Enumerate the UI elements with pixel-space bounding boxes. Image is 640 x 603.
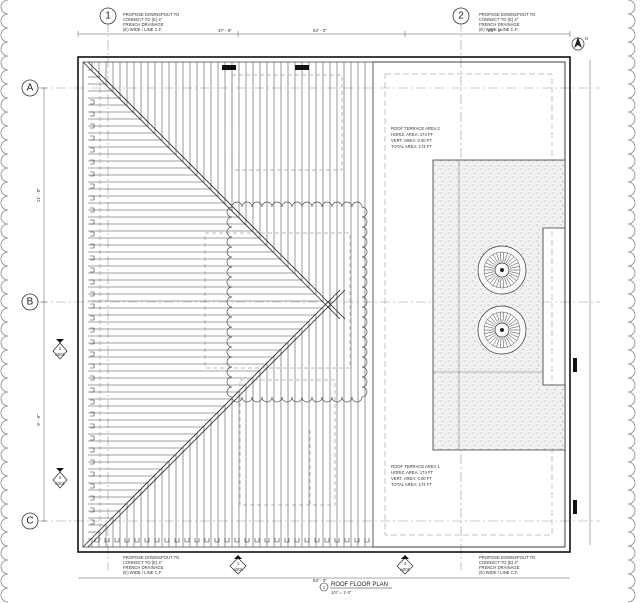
middle-revision-cloud	[226, 201, 368, 403]
svg-text:N: N	[585, 36, 588, 41]
dim-left-upper: 21' - 0"	[36, 188, 41, 202]
right-revision-cloud	[627, 0, 636, 603]
dim-bottom: 64' - 0"	[313, 578, 327, 583]
svg-text:1: 1	[237, 561, 240, 566]
svg-text:3: 3	[59, 475, 62, 480]
svg-text:PROPOSE DOWNSPOUT TO: PROPOSE DOWNSPOUT TO	[123, 12, 180, 17]
terrace-area-1-note: ROOF TERRACE AREA 1 HORIZ. AREA: 174 FT …	[391, 464, 440, 487]
svg-text:CONNECT TO (E) 4": CONNECT TO (E) 4"	[479, 17, 519, 22]
svg-text:4: 4	[404, 561, 407, 566]
section-marker-bottom-right: 4 A001	[396, 555, 414, 575]
svg-text:FRENCH DRAINAGE: FRENCH DRAINAGE	[123, 22, 164, 27]
svg-text:ROOF TERRACE AREA 1: ROOF TERRACE AREA 1	[391, 464, 440, 469]
terrace-area-2-note: ROOF TERRACE AREA 2 HORIZ. AREA: 174 FT …	[391, 126, 440, 149]
dim-top-left: 37' - 9"	[218, 28, 232, 33]
downspout-note-bottom-right: PROPOSE DOWNSPOUT TO CONNECT TO (E) 4" F…	[479, 555, 536, 575]
svg-text:B: B	[27, 297, 34, 308]
hip-lines	[82, 61, 346, 548]
svg-text:CONNECT TO (E) 4": CONNECT TO (E) 4"	[123, 560, 163, 565]
svg-text:FRENCH DRAINAGE: FRENCH DRAINAGE	[479, 565, 520, 570]
grid-bubble-c: C	[21, 512, 39, 530]
svg-text:A001: A001	[400, 567, 410, 572]
drawing-title: 1 ROOF FLOOR PLAN 1/4" = 1'-0"	[319, 582, 392, 595]
terrace-planter-lower	[477, 305, 527, 355]
terrace-planter-upper	[477, 245, 527, 295]
section-marker-bottom-left: 1 A001	[229, 555, 247, 575]
svg-text:2: 2	[59, 346, 62, 351]
svg-text:CONNECT TO (E) 4": CONNECT TO (E) 4"	[479, 560, 519, 565]
interior-dashed-lines	[99, 74, 351, 540]
dim-top-right: 24' - 9"	[488, 28, 502, 33]
svg-text:C: C	[26, 516, 33, 527]
svg-text:TOTAL AREA: 174 FT: TOTAL AREA: 174 FT	[391, 482, 432, 487]
svg-text:FRENCH DRAINAGE: FRENCH DRAINAGE	[479, 22, 520, 27]
svg-text:HORIZ. AREA: 174 FT: HORIZ. AREA: 174 FT	[391, 470, 434, 475]
svg-text:PROPOSE DOWNSPOUT TO: PROPOSE DOWNSPOUT TO	[123, 555, 180, 560]
roof-plank-lines	[88, 62, 366, 547]
svg-text:A001: A001	[55, 352, 65, 357]
downspout-note-bottom-left: PROPOSE DOWNSPOUT TO CONNECT TO (E) 4" F…	[123, 555, 180, 575]
roof-drain-tabs	[222, 65, 577, 514]
grid-bubble-1: 1	[99, 7, 117, 25]
svg-text:VERT. AREA: 0.00 FT: VERT. AREA: 0.00 FT	[391, 138, 432, 143]
svg-text:ROOF TERRACE AREA 2: ROOF TERRACE AREA 2	[391, 126, 440, 131]
svg-text:1/4" = 1'-0": 1/4" = 1'-0"	[331, 590, 352, 595]
svg-text:PROPOSE DOWNSPOUT TO: PROPOSE DOWNSPOUT TO	[479, 12, 536, 17]
downspout-markers	[90, 99, 95, 525]
roof-outline-outer	[77, 56, 571, 553]
svg-text:PROPOSE DOWNSPOUT TO: PROPOSE DOWNSPOUT TO	[479, 555, 536, 560]
svg-text:TOTAL AREA: 174 FT: TOTAL AREA: 174 FT	[391, 144, 432, 149]
svg-text:2: 2	[458, 11, 464, 22]
left-revision-cloud	[0, 0, 9, 603]
svg-text:(E) WIDE / LINE C.F.: (E) WIDE / LINE C.F.	[479, 27, 518, 32]
section-marker-left-lower: 3 A001	[52, 468, 68, 489]
svg-text:ROOF FLOOR PLAN: ROOF FLOOR PLAN	[331, 582, 388, 588]
svg-text:HORIZ. AREA: 174 FT: HORIZ. AREA: 174 FT	[391, 132, 434, 137]
north-arrow-icon: N	[571, 36, 588, 51]
dim-left-lower: 9' - 0"	[36, 414, 41, 426]
svg-text:CONNECT TO (E) 4": CONNECT TO (E) 4"	[123, 17, 163, 22]
gravel-terrace	[432, 159, 566, 451]
svg-text:A: A	[27, 83, 34, 94]
svg-text:1: 1	[323, 585, 326, 590]
grid-bubble-b: B	[21, 293, 39, 311]
dim-top-mid: 64' - 0"	[313, 28, 327, 33]
svg-text:A001: A001	[233, 567, 243, 572]
downspout-note-top-right: PROPOSE DOWNSPOUT TO CONNECT TO (E) 4" F…	[479, 12, 536, 32]
svg-text:FRENCH DRAINAGE: FRENCH DRAINAGE	[123, 565, 164, 570]
svg-text:A001: A001	[55, 481, 65, 486]
roof-terrace-zone	[372, 61, 566, 548]
bottom-downspout-markers	[94, 538, 370, 543]
downspout-note-top-left: PROPOSE DOWNSPOUT TO CONNECT TO (E) 4" F…	[123, 12, 180, 32]
grid-bubble-a: A	[21, 79, 39, 97]
svg-text:(E) WIDE / LINE C.F.: (E) WIDE / LINE C.F.	[123, 27, 162, 32]
grid-bubble-2: 2	[452, 7, 470, 25]
dimension-lines	[41, 31, 591, 579]
terrace-inner-box	[384, 73, 553, 536]
svg-text:1: 1	[105, 11, 111, 22]
section-marker-left-upper: 2 A001	[52, 339, 68, 360]
svg-text:(E) WIDE / LINE C.F.: (E) WIDE / LINE C.F.	[123, 570, 162, 575]
svg-text:(E) WIDE / LINE C.F.: (E) WIDE / LINE C.F.	[479, 570, 518, 575]
svg-text:VERT. AREA: 0.00 FT: VERT. AREA: 0.00 FT	[391, 476, 432, 481]
